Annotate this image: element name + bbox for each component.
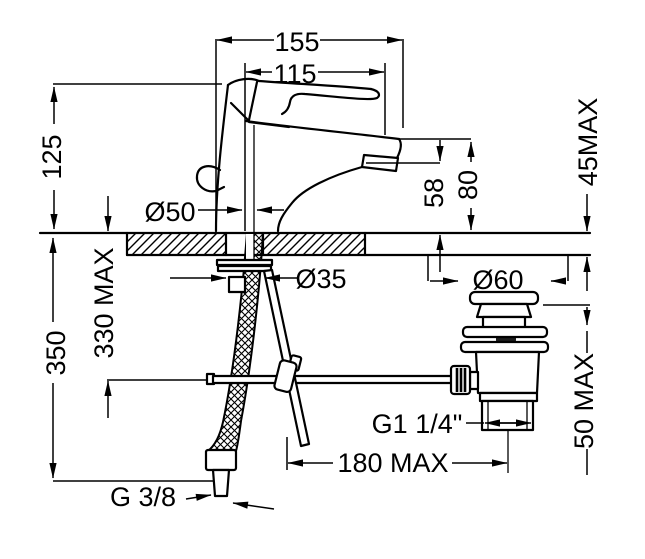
counter-edges	[125, 231, 367, 257]
washer-plate-lower	[216, 264, 273, 273]
dim-115-label: 115	[273, 59, 316, 89]
countertop-hatch-left	[127, 233, 226, 255]
dim-50max-label: 50 MAX	[569, 353, 599, 449]
dim-180max-label: 180 MAX	[337, 448, 448, 478]
spout-underside-curve	[276, 165, 364, 233]
dim-dia60-label: Ø60	[472, 265, 523, 295]
dimension-lines	[49, 36, 591, 510]
countertop-hatch-right	[263, 233, 365, 255]
dim-350-label: 350	[41, 330, 71, 375]
dim-155-extensions	[215, 39, 404, 231]
dim-g38-arrow-left	[232, 501, 275, 510]
hose-nut-fitting	[204, 448, 238, 472]
rod-clamp	[273, 359, 298, 393]
dim-dia50-label: Ø50	[144, 197, 195, 227]
dim-g114-label: G1 1/4"	[372, 409, 463, 439]
handle-hook-detail	[195, 165, 226, 193]
lever-connector	[468, 370, 480, 391]
dim-g38-label: G 3/8	[110, 482, 176, 512]
washer-plate-upper	[215, 258, 274, 267]
dim-115-extensions	[244, 63, 386, 231]
waste-flange-upper	[461, 325, 549, 339]
faucet-back-edge	[214, 83, 230, 233]
spout-tip-face	[395, 137, 402, 160]
dim-g38-arrow-right	[185, 493, 212, 501]
supply-hose	[204, 232, 265, 498]
dim-155-label: 155	[274, 27, 319, 57]
handle-lever-underside	[280, 87, 381, 116]
waste-cap-neck	[475, 302, 533, 319]
spout-top-edge	[244, 119, 401, 141]
pop-up-rod-assembly	[205, 268, 455, 448]
dim-60-stubs	[427, 255, 569, 281]
dim-330max-label: 330 MAX	[89, 247, 119, 358]
waste-assembly	[449, 290, 550, 473]
handle-grip-top	[226, 77, 261, 87]
dimension-labels: 155 115 125 350 330 MAX 58 80 45MAX 50 M…	[37, 27, 603, 512]
dim-dia35-label: Ø35	[295, 264, 346, 294]
faucet-body	[195, 77, 402, 233]
waste-body	[474, 350, 541, 395]
handle-grip-front	[247, 80, 259, 122]
mounting-shank	[215, 125, 274, 294]
lever-knob-ribs	[455, 368, 467, 392]
waste-step	[478, 391, 539, 403]
waste-tailpiece	[480, 399, 535, 432]
dim-80-label: 80	[453, 170, 483, 200]
handle-lever-top	[257, 79, 373, 91]
waste-flange-lower	[459, 340, 550, 354]
dim-45max-label: 45MAX	[573, 98, 603, 187]
dim-125-label: 125	[37, 134, 67, 179]
dim-58-label: 58	[419, 178, 449, 208]
countertop-section	[38, 231, 592, 257]
shank-pipe-mask	[246, 234, 254, 259]
mounting-nut	[227, 275, 247, 294]
horizontal-rod	[211, 374, 455, 385]
vertical-pop-up-rod	[262, 268, 311, 448]
hose-end-connector	[211, 468, 231, 498]
